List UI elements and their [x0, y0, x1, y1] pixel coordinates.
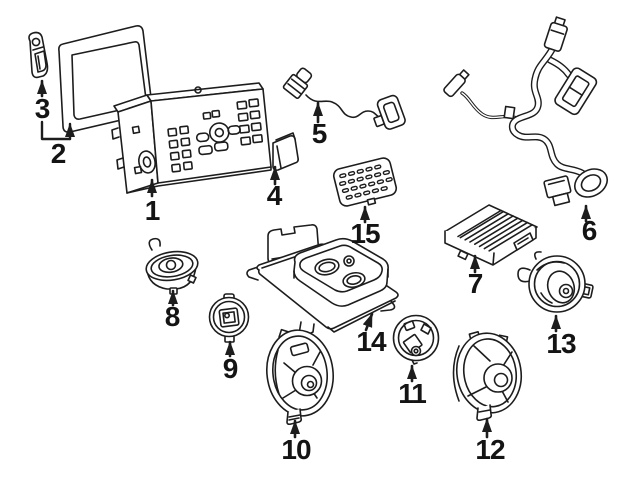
- callout-label-6: 6: [581, 215, 598, 246]
- radio-head-unit-drawing: [111, 82, 272, 194]
- small-round-speaker-drawing: [208, 293, 250, 343]
- callout-arrows: [37, 79, 591, 439]
- front-woofer-speaker-drawing: [266, 328, 334, 426]
- callout-label-12: 12: [475, 434, 505, 465]
- callout-label-15: 15: [350, 218, 380, 249]
- callout-label-8: 8: [164, 301, 181, 332]
- callout-label-3: 3: [34, 93, 51, 124]
- callout-label-11: 11: [398, 378, 427, 409]
- rear-woofer-speaker-drawing: [452, 331, 523, 422]
- mid-range-speaker-drawing: [392, 314, 440, 365]
- callout-label-5: 5: [311, 118, 328, 149]
- callout-label-4: 4: [266, 180, 283, 211]
- aux-input-cable-drawing: [282, 67, 406, 130]
- tweeter-speaker-drawing: [145, 237, 199, 295]
- door-speaker-drawing: [517, 251, 594, 313]
- callout-label-14: 14: [356, 326, 386, 357]
- wiring-harness-drawing: [443, 16, 609, 207]
- callout-label-9: 9: [222, 353, 239, 384]
- callout-label-10: 10: [281, 434, 311, 465]
- speaker-grille-drawing: [332, 157, 398, 207]
- callout-label-7: 7: [467, 268, 484, 299]
- callout-label-1: 1: [144, 195, 161, 226]
- display-trim-piece-drawing: [28, 31, 49, 79]
- callout-label-2: 2: [50, 138, 67, 169]
- amplifier-drawing: [444, 204, 538, 266]
- callout-label-13: 13: [546, 328, 576, 359]
- memory-card-drawing: [272, 132, 299, 171]
- radio-center-knob: [195, 109, 241, 156]
- subwoofer-enclosure-drawing: [246, 224, 399, 338]
